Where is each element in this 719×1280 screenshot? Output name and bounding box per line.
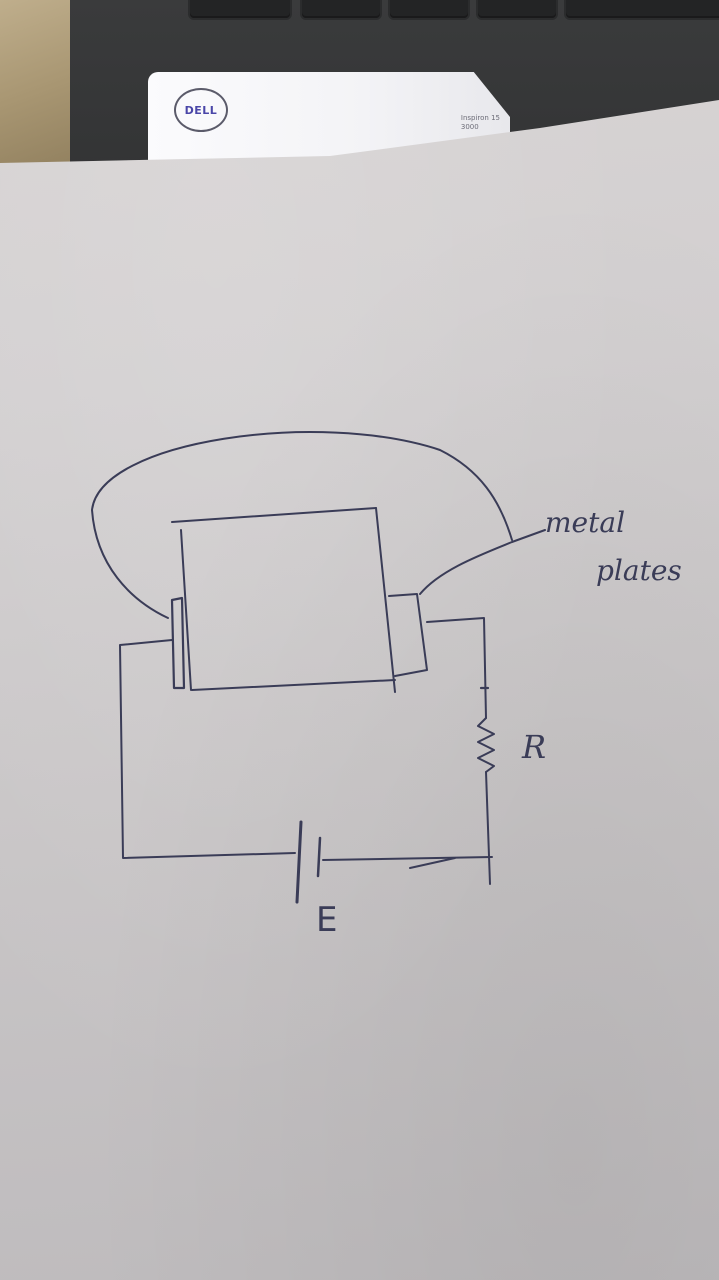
dell-sticker: DELL Inspiron 15 3000: [148, 72, 510, 172]
battery-cell: [295, 820, 493, 904]
keyboard-key: [390, 0, 468, 18]
sticker-model-line1: Inspiron 15: [460, 114, 500, 122]
right-wire: [426, 617, 495, 885]
keyboard-key: [190, 0, 290, 18]
sticker-model-line2: 3000: [460, 123, 479, 131]
insulating-block: [171, 507, 396, 693]
keyboard-key: [566, 0, 719, 18]
metal-label-line1: metal: [545, 506, 626, 539]
metal-label-line2: plates: [596, 554, 682, 587]
keyboard-key: [478, 0, 556, 18]
left-metal-plate: [170, 596, 186, 690]
dell-logo: DELL: [174, 88, 228, 132]
battery-label: E: [316, 900, 338, 940]
left-wire: [119, 639, 296, 859]
keyboard-key: [302, 0, 380, 18]
sticker-model-text: Inspiron 15 3000: [461, 114, 500, 132]
right-metal-plate: [388, 593, 428, 677]
arc-wire: [91, 431, 546, 619]
resistor-label: R: [522, 728, 547, 766]
